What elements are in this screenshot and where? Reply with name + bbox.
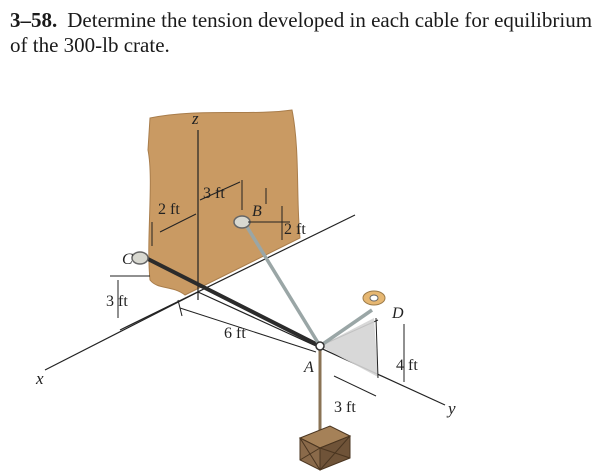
x-axis <box>44 291 199 371</box>
anchor-b <box>233 215 251 229</box>
dim-6ft: 6 ft <box>224 325 246 342</box>
wall-base-line <box>119 214 356 331</box>
dim-2ft-b: 2 ft <box>284 221 306 238</box>
anchor-d <box>369 294 379 302</box>
dimension-lines <box>110 180 405 397</box>
dim-4ft: 4 ft <box>396 357 418 374</box>
cable-ad <box>319 308 373 348</box>
crate <box>298 425 352 471</box>
point-label-b: B <box>252 203 262 220</box>
point-label-c: C <box>122 251 133 268</box>
d-vertical-line <box>375 317 379 379</box>
problem-statement: 3–58.Determine the tension developed in … <box>10 8 595 58</box>
x-axis-label: x <box>35 369 44 388</box>
anchor-c <box>131 251 149 265</box>
problem-text: Determine the tension developed in each … <box>10 8 593 57</box>
ring-a <box>315 341 325 351</box>
dim-3ft-c: 3 ft <box>106 293 128 310</box>
dim-3ft-y: 3 ft <box>334 399 356 416</box>
point-label-a: A <box>303 359 314 376</box>
z-axis-label: z <box>191 109 199 128</box>
dim-2ft-top: 2 ft <box>158 201 180 218</box>
shaded-plane <box>320 318 378 377</box>
point-label-d: D <box>391 305 404 322</box>
y-axis-label: y <box>446 399 456 418</box>
problem-number: 3–58. <box>10 8 58 32</box>
cable-ac <box>141 254 321 348</box>
cable-ab <box>242 221 322 347</box>
dim-3ft-top: 3 ft <box>203 185 225 202</box>
